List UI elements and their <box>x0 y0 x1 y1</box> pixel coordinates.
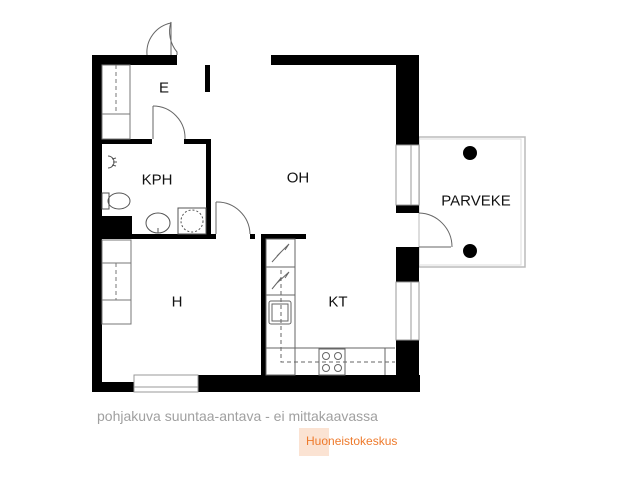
room-label-bathroom: KPH <box>141 171 173 189</box>
stove-icon <box>318 348 346 376</box>
wardrobe-entrance <box>101 64 131 140</box>
sink-icon <box>145 212 171 234</box>
scale-disclaimer: pohjakuva suuntaa-antava - ei mittakaava… <box>97 408 378 424</box>
balcony-post-icon <box>463 244 477 258</box>
kitchen-cabinets <box>265 238 395 376</box>
brand-logo-box <box>299 428 329 456</box>
brand-name: Huoneistokeskus <box>306 434 398 448</box>
outer-walls <box>92 55 420 392</box>
wardrobe-bedroom <box>101 239 132 325</box>
room-label-living-room: OH <box>286 169 310 187</box>
balcony <box>418 136 526 268</box>
freezer-icon <box>271 271 290 290</box>
kitchen-sink-icon <box>268 300 292 325</box>
windows <box>133 144 420 393</box>
doors <box>146 21 453 248</box>
toilet-icon <box>101 192 131 210</box>
bathroom-fixtures <box>101 155 207 235</box>
fridge-icon <box>271 243 290 263</box>
room-label-bedroom: H <box>171 293 183 311</box>
room-label-balcony: PARVEKE <box>441 192 511 210</box>
shower-drain-area-icon <box>177 207 207 235</box>
room-label-entrance: E <box>158 79 170 97</box>
balcony-post-icon <box>463 146 477 160</box>
shower-head-icon <box>107 155 117 169</box>
room-label-kitchen: KT <box>328 293 348 311</box>
